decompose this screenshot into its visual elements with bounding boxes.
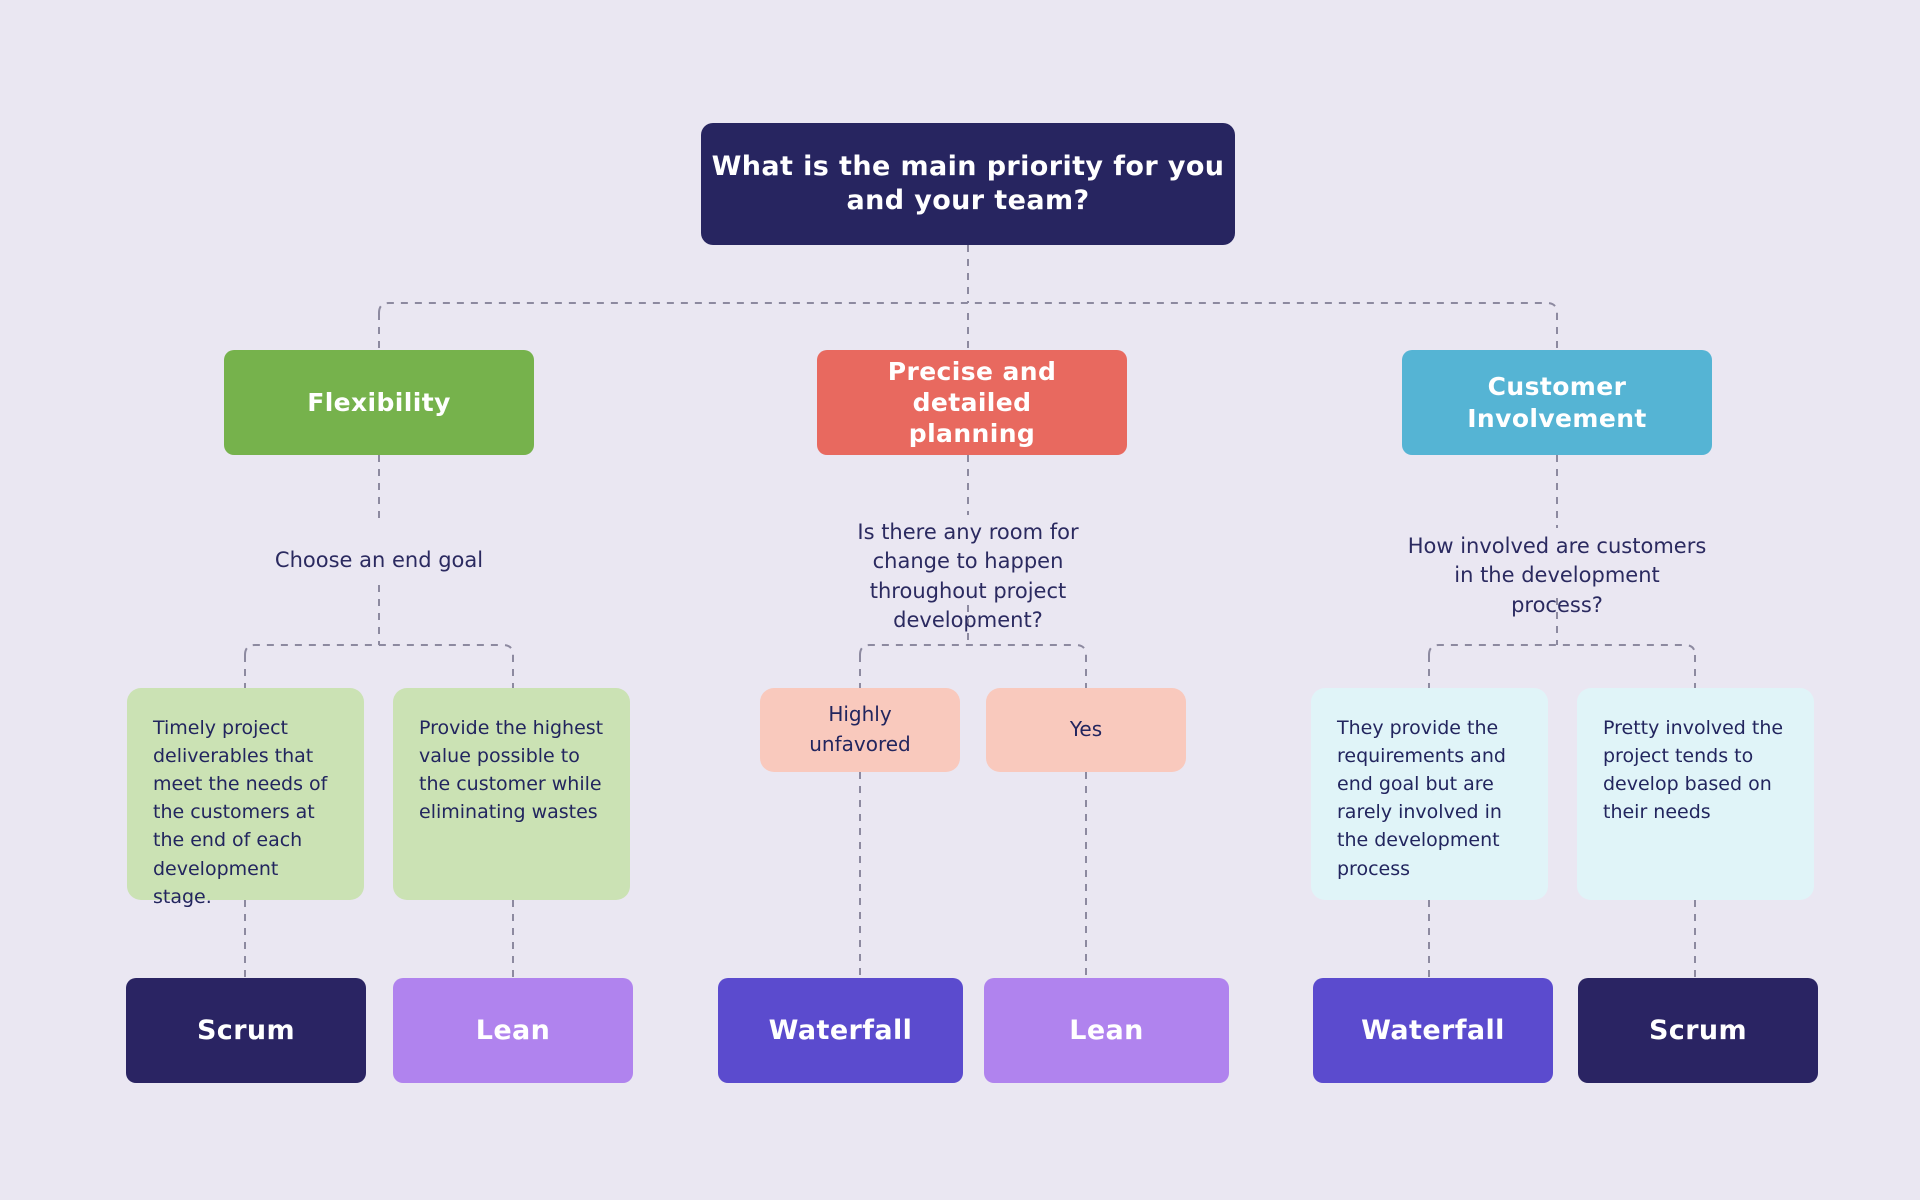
question-label-flexibility: Choose an end goal (274, 548, 484, 572)
option-card-customer-involvement-1[interactable]: They provide the requirements and end go… (1311, 688, 1548, 900)
option-card-flexibility-1[interactable]: Timely project deliverables that meet th… (127, 688, 364, 908)
option-text-customer-involvement-1: They provide the requirements and end go… (1337, 717, 1506, 880)
option-card-flexibility-2[interactable]: Provide the highest value possible to th… (393, 688, 630, 900)
result-label-scrum-2: Scrum (1648, 1014, 1748, 1046)
result-node-waterfall-1[interactable]: Waterfall (718, 978, 963, 1083)
wire-branch-1-bus (244, 644, 514, 656)
question-label-precise-planning: Is there any room for change to happen t… (857, 520, 1079, 633)
option-card-precise-planning-2[interactable]: Yes (986, 688, 1186, 772)
root-question-label: What is the main priority for you and yo… (711, 151, 1225, 216)
result-label-scrum-1: Scrum (196, 1014, 296, 1046)
option-card-customer-involvement-2[interactable]: Pretty involved the project tends to dev… (1577, 688, 1814, 900)
result-node-scrum-1[interactable]: Scrum (126, 978, 366, 1083)
result-node-lean-2[interactable]: Lean (984, 978, 1229, 1083)
branch-node-precise-planning[interactable]: Precise and detailed planning (817, 350, 1127, 455)
option-text-flexibility-2: Provide the highest value possible to th… (419, 717, 604, 824)
wire-root-bus (378, 302, 1558, 314)
result-label-waterfall-2: Waterfall (1361, 1014, 1505, 1046)
branch-node-flexibility[interactable]: Flexibility (224, 350, 534, 455)
root-question-node[interactable]: What is the main priority for you and yo… (701, 123, 1235, 245)
wire-branch-3-bus (1428, 644, 1696, 656)
result-label-lean-1: Lean (475, 1014, 551, 1046)
result-label-waterfall-1: Waterfall (768, 1014, 913, 1046)
option-text-precise-planning-1: Highly unfavored (809, 702, 911, 756)
result-node-lean-1[interactable]: Lean (393, 978, 633, 1083)
result-node-scrum-2[interactable]: Scrum (1578, 978, 1818, 1083)
option-text-flexibility-1: Timely project deliverables that meet th… (153, 717, 328, 908)
question-label-customer-involvement: How involved are customers in the develo… (1407, 534, 1707, 617)
option-text-precise-planning-2: Yes (1069, 717, 1103, 742)
wire-branch-2-bus (859, 644, 1087, 656)
option-text-customer-involvement-2: Pretty involved the project tends to dev… (1603, 717, 1784, 824)
result-node-waterfall-2[interactable]: Waterfall (1313, 978, 1553, 1083)
branch-node-customer-involvement[interactable]: Customer Involvement (1402, 350, 1712, 455)
branch-label-precise-planning: Precise and detailed planning (887, 356, 1057, 449)
branch-label-flexibility: Flexibility (307, 387, 451, 417)
branch-label-customer-involvement: Customer Involvement (1467, 372, 1647, 433)
option-card-precise-planning-1[interactable]: Highly unfavored (760, 688, 960, 772)
result-label-lean-2: Lean (1069, 1014, 1144, 1046)
